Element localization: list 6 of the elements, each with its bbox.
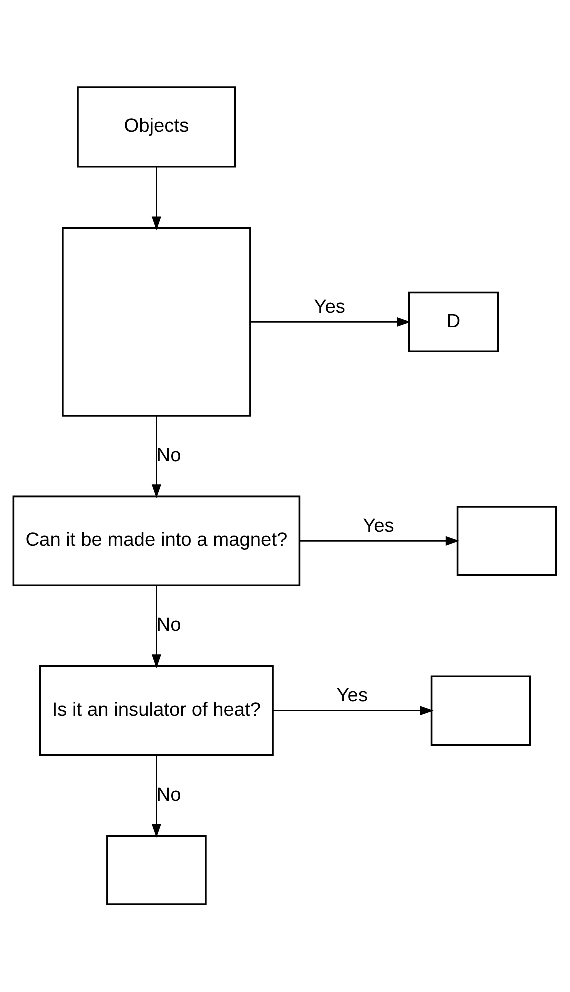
edge-label: Yes bbox=[336, 686, 368, 707]
edge-label: No bbox=[156, 784, 182, 806]
edge-label: No bbox=[156, 615, 182, 636]
edge-label: No bbox=[156, 445, 182, 466]
edge-label: Yes bbox=[314, 296, 346, 318]
edge-label: Yes bbox=[363, 516, 394, 537]
